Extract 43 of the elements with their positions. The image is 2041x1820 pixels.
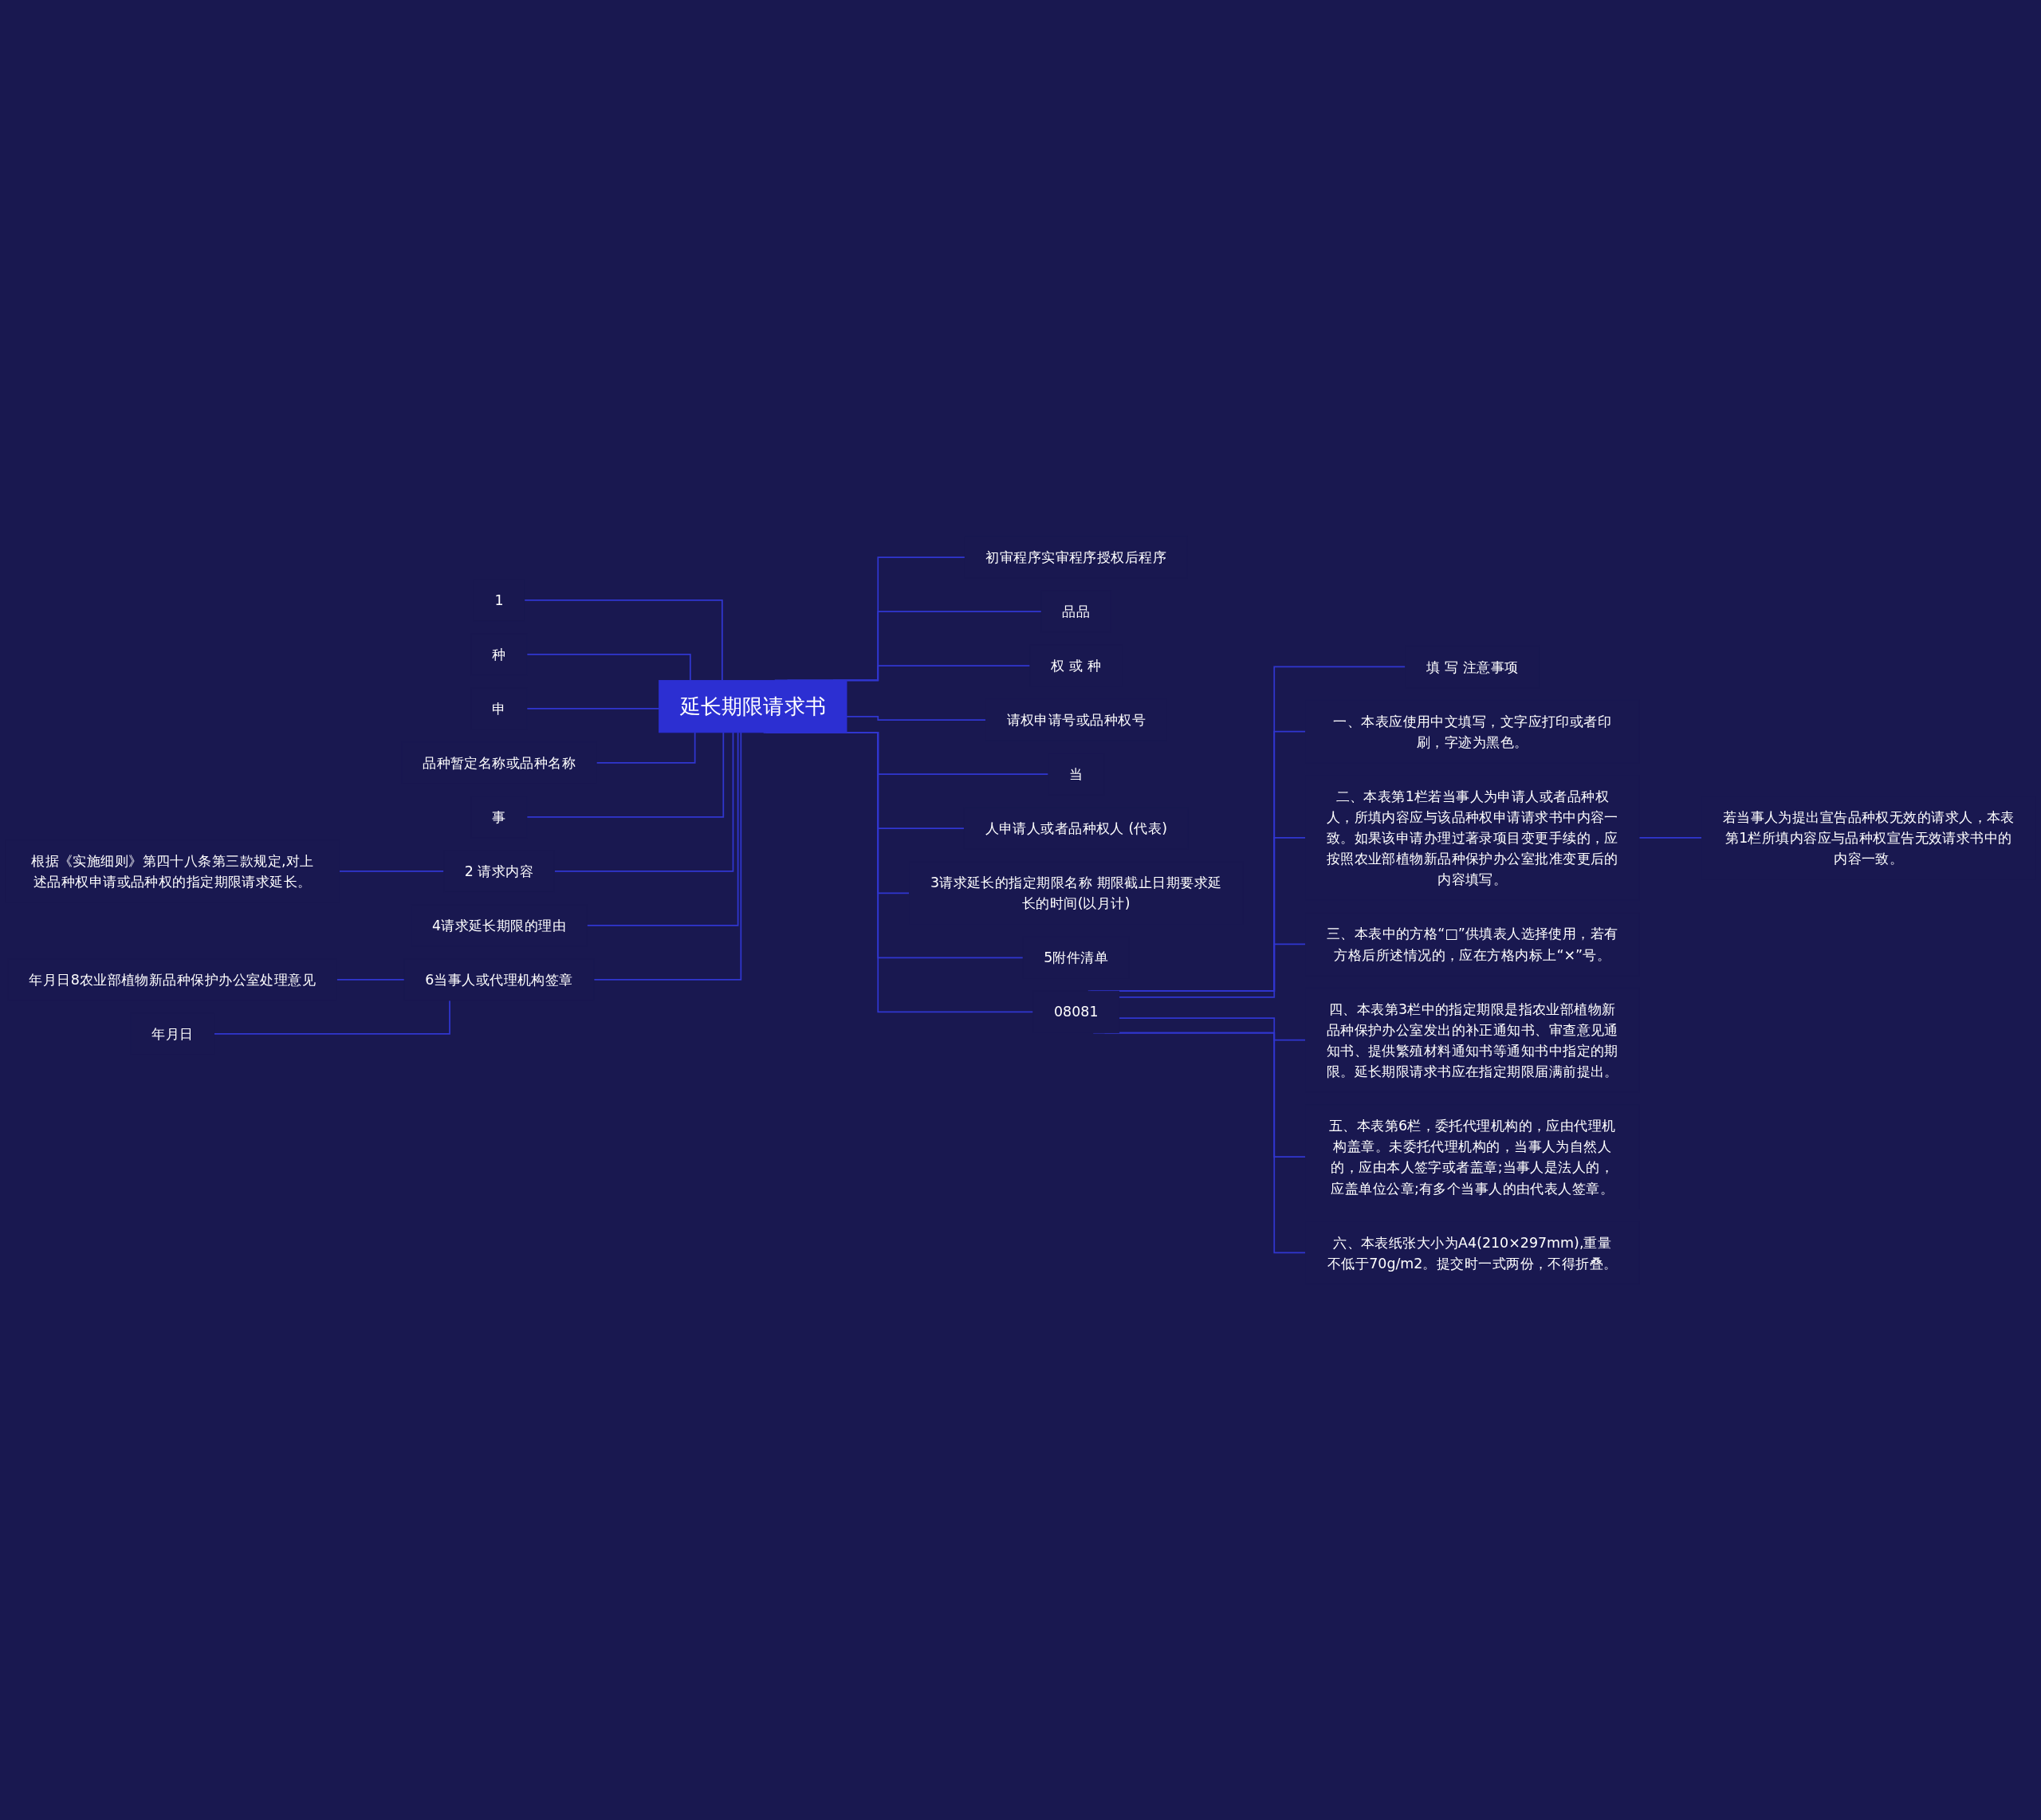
node-text: 人申请人或者品种权人 (代表) [985,820,1167,837]
node-text: 四、本表第3栏中的指定期限是指农业部植物新品种保护办公室发出的补正通知书、审查意见通知书、提供繁殖材料通知书等通知书中指定的期限。延长期限请求书应在指定期限届满前提出。 [1326,1000,1618,1080]
node-box: 延长期限请求书 [659,679,847,733]
connector [338,870,445,872]
node-text: 初审程序实审程序授权后程序 [985,548,1167,566]
node-text: 3请求延长的指定期限名称 期限截止日期要求延长的时间(以月计) [930,874,1222,912]
node-text: 年月日8农业部植物新品种保护办公室处理意见 [29,971,317,988]
connector [523,599,723,681]
node-text: 6当事人或代理机构签章 [425,971,573,988]
connector [596,731,696,764]
node-text: 填 写 注意事项 [1426,658,1519,675]
node-text: 三、本表中的方格“□”供填表人选择使用，若有方格后所述情况的，应在方格内标上“×”号。 [1326,925,1618,963]
connector [213,999,450,1035]
node-text: 5附件清单 [1044,949,1109,966]
connector [586,731,739,926]
node-text: 六、本表纸张大小为A4(210×297mm),重量不低于70g/m2。提交时一式两份，不得折叠。 [1327,1233,1618,1272]
node-text: 五、本表第6栏，委托代理机构的，应由代理机构盖章。未委托代理机构的，当事人为自然人的，应由本人签字或者盖章;当事人是法人的，应盖单位公章;有多个当事人的由代表人签章。 [1328,1117,1616,1197]
connector [526,706,660,710]
connector [553,731,734,872]
node-text: 1 [494,591,504,608]
node-text: 品品 [1062,603,1091,620]
node-text: 品种暂定名称或品种名称 [423,753,576,771]
connector [526,731,725,818]
node-text: 种 [492,645,506,662]
connector [1118,943,1307,998]
node-text: 请权申请号或品种权号 [1006,711,1146,729]
connector [846,715,987,721]
node-text: 4请求延长期限的理由 [432,916,567,934]
node-text: 当 [1069,765,1083,783]
node-text: 2 请求内容 [464,862,534,879]
connector [1118,1016,1307,1041]
node-text: 一、本表应使用中文填写，文字应打印或者印刷，字迹为黑色。 [1333,712,1612,750]
connector [336,978,406,981]
node-text: 事 [492,808,506,825]
node-text: 申 [492,699,506,717]
node-text: 二、本表第1栏若当事人为申请人或者品种权人，所填内容应与该品种权申请请求书中内容一致。如果该申请办理过著录项目变更手续的，应按照农业部植物新品种保护办公室批准变更后的内容填写。 [1326,787,1618,888]
node-text: 根据《实施细则》第四十八条第三款规定,对上述品种权申请或品种权的指定期限请求延长。 [31,851,314,890]
connector [526,653,691,681]
node-text: 年月日 [151,1025,194,1042]
connector [1638,836,1703,839]
connector [593,731,742,981]
node-text: 权 或 种 [1051,657,1102,674]
node-text: 若当事人为提出宣告品种权无效的请求人，本表第1栏所填内容应与品种权宣告无效请求书中的内容一致。 [1722,808,2015,867]
